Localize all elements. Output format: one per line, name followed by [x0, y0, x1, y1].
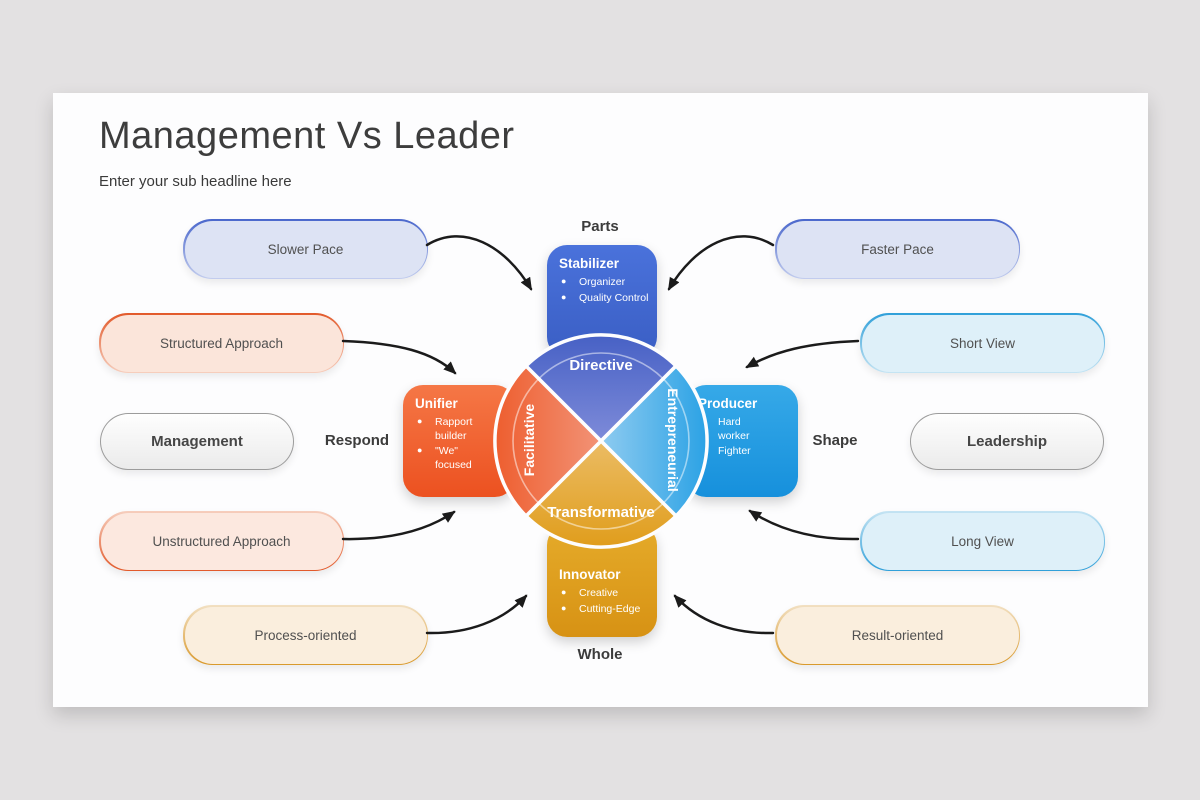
pill-label: Process-oriented	[254, 627, 357, 643]
slice-label-facilitative: Facilitative	[521, 403, 537, 477]
arrow-result	[673, 594, 775, 635]
slide-canvas: Management Vs Leader Enter your sub head…	[53, 93, 1148, 707]
bullet-dot-icon: ●	[561, 602, 567, 613]
pill-label: Short View	[949, 335, 1016, 351]
bullet-dot-icon: ●	[700, 445, 706, 456]
slice-label-transformative: Transformative	[547, 504, 655, 521]
arrow-short-view	[745, 339, 860, 369]
quadrant-box-stabilizer: Stabilizer ●Organizer ●Quality Control	[547, 245, 657, 357]
pill-unstructured-approach: Unstructured Approach	[99, 511, 344, 571]
arrow-long-view	[748, 509, 860, 541]
pill-management: Management	[100, 413, 294, 470]
pill-process-oriented: Process-oriented	[183, 605, 428, 665]
bullet-item: ●Creative	[561, 587, 619, 599]
arrow-structured	[341, 339, 457, 375]
pill-slower-pace: Slower Pace	[183, 219, 428, 279]
bullet-dot-icon: ●	[700, 416, 706, 426]
pill-label: Long View	[951, 533, 1014, 549]
inner-ring	[512, 352, 690, 530]
quadrant-box-title: Producer	[698, 396, 758, 411]
quadrant-box-title: Innovator	[559, 567, 621, 582]
bullet-item: ●Rapport builder	[417, 416, 473, 442]
arrow-slower-pace	[425, 235, 533, 291]
pill-faster-pace: Faster Pace	[775, 219, 1020, 279]
axis-label-respond: Respond	[324, 432, 390, 449]
bullet-dot-icon: ●	[417, 416, 423, 426]
quadrant-box-title: Stabilizer	[559, 256, 620, 271]
bullet-dot-icon: ●	[561, 276, 567, 286]
axis-label-parts: Parts	[581, 218, 619, 235]
pill-short-view: Short View	[860, 313, 1105, 373]
bullet-item: ●Organizer	[561, 276, 626, 288]
quadrant-box-unifier: Unifier ●Rapport builder ●"We" focused	[403, 385, 515, 497]
bullet-dot-icon: ●	[561, 587, 567, 597]
bullet-item: ●Hard worker	[700, 416, 750, 442]
quadrant-box-title: Unifier	[415, 396, 458, 411]
pill-label: Management	[151, 433, 243, 450]
quadrant-box-producer: Producer ●Hard worker ●Fighter	[686, 385, 798, 497]
bullet-dot-icon: ●	[417, 445, 423, 456]
pill-label: Structured Approach	[159, 335, 284, 351]
bullet-item: ●"We" focused	[417, 445, 472, 471]
pill-structured-approach: Structured Approach	[99, 313, 344, 373]
bullet-item: ●Cutting-Edge	[561, 602, 641, 615]
bullet-dot-icon: ●	[561, 291, 567, 302]
slice-label-entrepreneurial: Entrepreneurial	[665, 388, 681, 492]
pill-leadership: Leadership	[910, 413, 1104, 470]
page-title: Management Vs Leader	[99, 115, 515, 157]
arrow-faster-pace	[667, 235, 775, 291]
pill-label: Slower Pace	[267, 241, 344, 257]
slice-label-directive: Directive	[569, 357, 633, 374]
pill-result-oriented: Result-oriented	[775, 605, 1020, 665]
arrow-unstructured	[341, 510, 456, 541]
axis-label-shape: Shape	[812, 432, 858, 449]
bullet-item: ●Fighter	[700, 445, 751, 458]
axis-label-whole: Whole	[577, 646, 623, 663]
pill-label: Leadership	[966, 433, 1048, 450]
arrow-process	[425, 594, 528, 635]
quadrant-box-innovator: Innovator ●Creative ●Cutting-Edge	[547, 525, 657, 637]
pill-label: Unstructured Approach	[152, 533, 291, 549]
pill-label: Faster Pace	[861, 241, 934, 257]
pill-label: Result-oriented	[851, 627, 944, 643]
bullet-item: ●Quality Control	[561, 291, 649, 304]
pill-long-view: Long View	[860, 511, 1105, 571]
page-subtitle: Enter your sub headline here	[99, 173, 292, 190]
